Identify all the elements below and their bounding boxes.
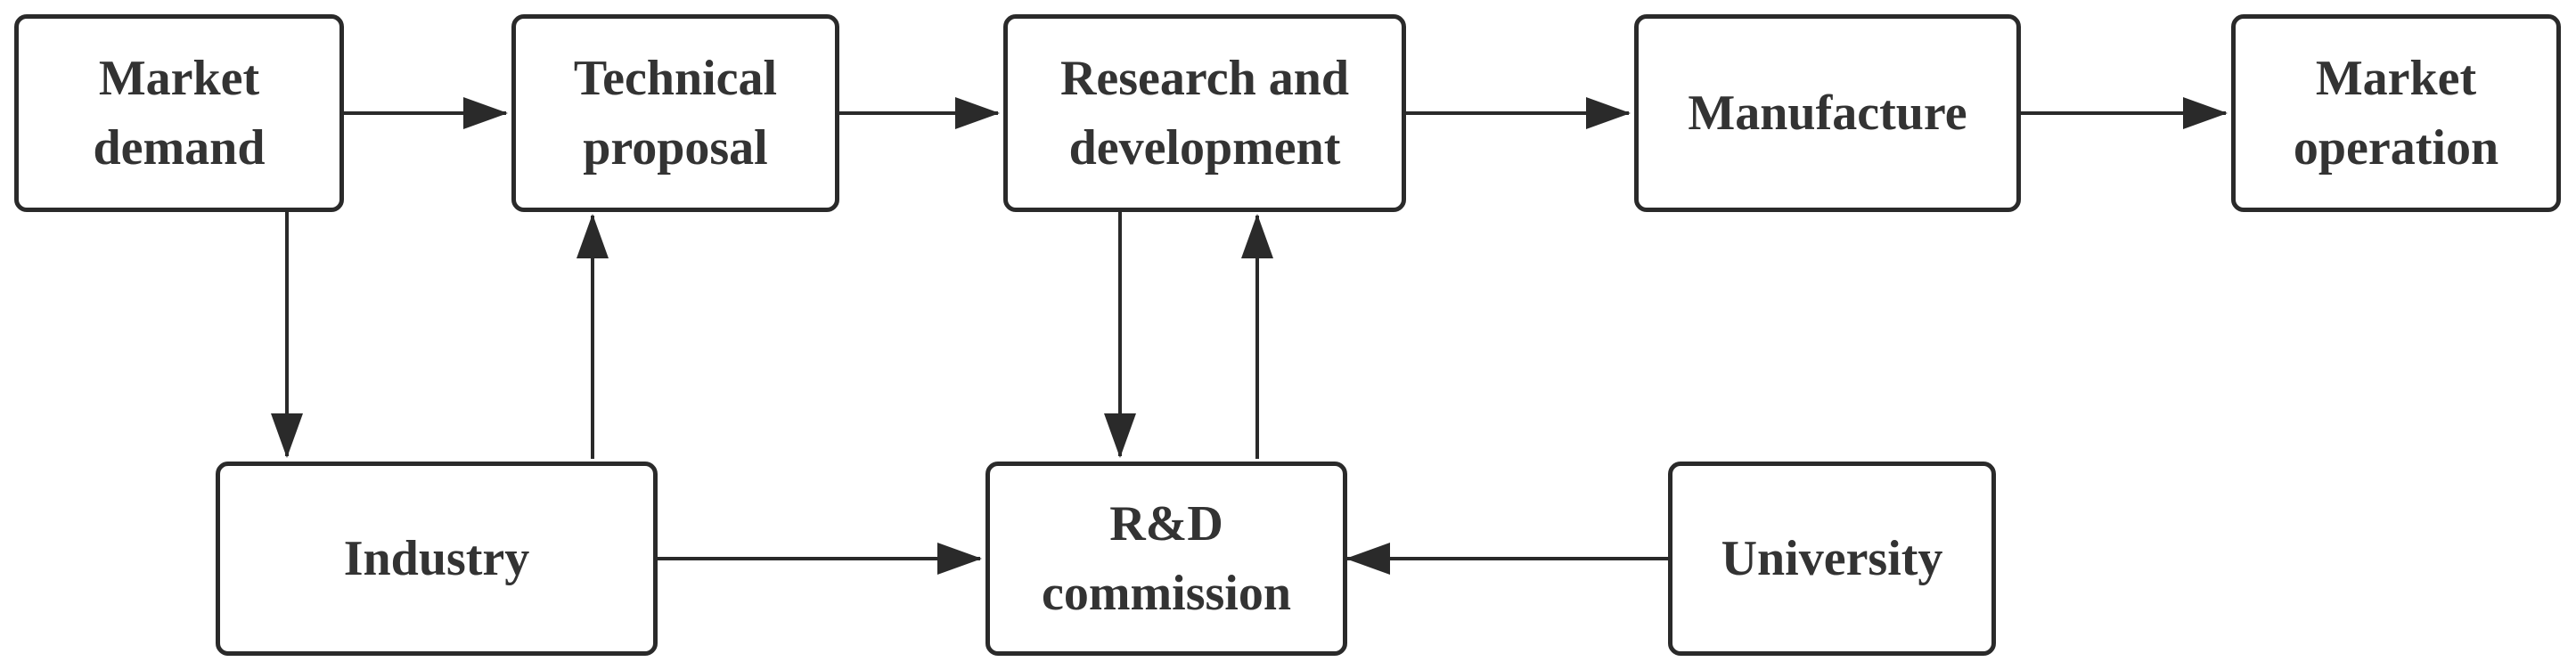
- node-university: University: [1668, 462, 1996, 656]
- node-label-line: University: [1721, 530, 1943, 586]
- node-label-line: development: [1068, 120, 1341, 176]
- node-label-line: commission: [1042, 566, 1291, 621]
- node-manufacture: Manufacture: [1634, 14, 2021, 212]
- node-label-line: operation: [2293, 120, 2499, 176]
- node-label-line: Research and: [1059, 50, 1350, 106]
- node-market-demand: Market demand: [14, 14, 344, 212]
- node-rd-commission: R&D commission: [985, 462, 1347, 656]
- node-label-line: Industry: [343, 530, 530, 586]
- node-label-line: Market: [2315, 50, 2477, 106]
- node-label-line: Market: [98, 50, 260, 106]
- node-industry: Industry: [216, 462, 658, 656]
- node-label-line: proposal: [583, 120, 768, 176]
- node-market-operation: Market operation: [2231, 14, 2561, 212]
- node-label-line: Technical: [573, 50, 778, 106]
- node-label-line: Manufacture: [1688, 85, 1967, 141]
- node-label-line: demand: [93, 120, 266, 176]
- node-research-and-development: Research and development: [1003, 14, 1406, 212]
- node-technical-proposal: Technical proposal: [511, 14, 839, 212]
- node-label-line: R&D: [1109, 495, 1223, 552]
